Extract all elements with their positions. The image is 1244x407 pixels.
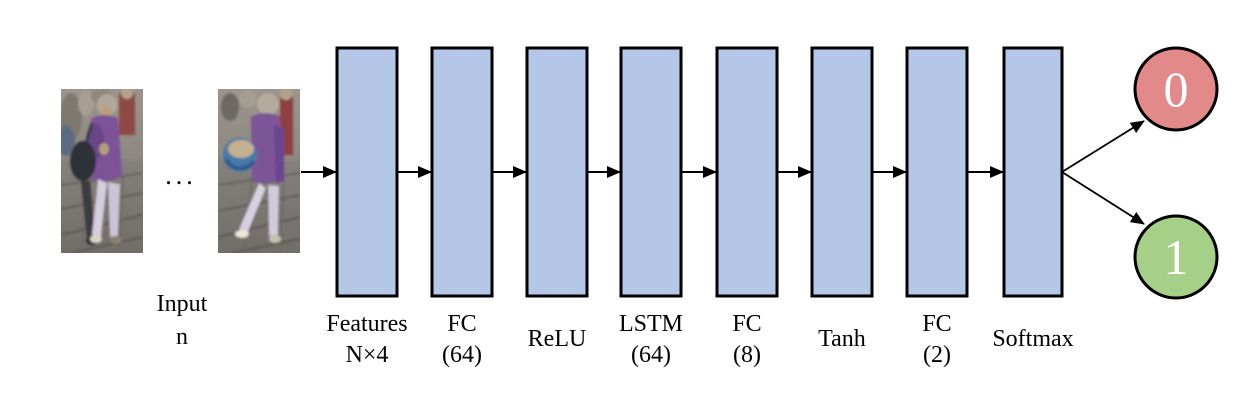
input-label: Input n [157, 291, 208, 350]
block-tanh: Tanh [810, 46, 874, 352]
block-label-line1: LSTM [619, 311, 683, 337]
output-circle-1 [1133, 214, 1219, 300]
block-label-line1: Tanh [818, 326, 866, 352]
block-rect [810, 46, 874, 298]
block-label-line2: (8) [733, 342, 761, 368]
block-fc-64: FC (64) [430, 46, 494, 368]
block-label-line1: Softmax [992, 326, 1073, 352]
block-label-line1: ReLU [528, 326, 587, 352]
input-label-line2: n [176, 324, 188, 350]
block-rect [1002, 46, 1064, 298]
pedestrian-image-2 [218, 89, 300, 253]
block-rect [619, 46, 683, 298]
ellipsis-dots: ... [165, 161, 197, 190]
block-label-line2: (64) [631, 342, 671, 368]
output-label-1: 1 [1164, 229, 1189, 285]
output-label-0: 0 [1164, 61, 1189, 117]
pedestrian-photo-content [61, 89, 143, 253]
block-label-line1: FC [922, 311, 951, 337]
pedestrian-photo-content [218, 89, 300, 253]
block-label-line1: FC [732, 311, 761, 337]
block-label-line2: (64) [442, 342, 482, 368]
input-label-line1: Input [157, 291, 208, 317]
block-softmax: Softmax [992, 46, 1074, 352]
block-features-nx4: Features N×4 [326, 46, 408, 368]
block-fc-8: FC (8) [715, 46, 779, 368]
block-rect [430, 46, 494, 298]
block-label-line2: (2) [923, 342, 951, 368]
block-label-line2: N×4 [346, 342, 389, 368]
fork-arrow-to-output-0 [1061, 120, 1145, 173]
block-relu: ReLU [525, 46, 589, 352]
block-lstm-64: LSTM (64) [619, 46, 683, 368]
block-rect [335, 46, 399, 298]
block-rect [905, 46, 969, 298]
output-node-0: 0 [1133, 46, 1219, 132]
output-circle-0 [1133, 46, 1219, 132]
fork-arrow-to-output-1 [1061, 171, 1145, 225]
block-rect [525, 46, 589, 298]
block-label-line1: Features [326, 311, 407, 337]
output-node-1: 1 [1133, 214, 1219, 300]
block-label-line1: FC [447, 311, 476, 337]
block-fc-2: FC (2) [905, 46, 969, 368]
pedestrian-image-1 [61, 89, 143, 253]
block-rect [715, 46, 779, 298]
